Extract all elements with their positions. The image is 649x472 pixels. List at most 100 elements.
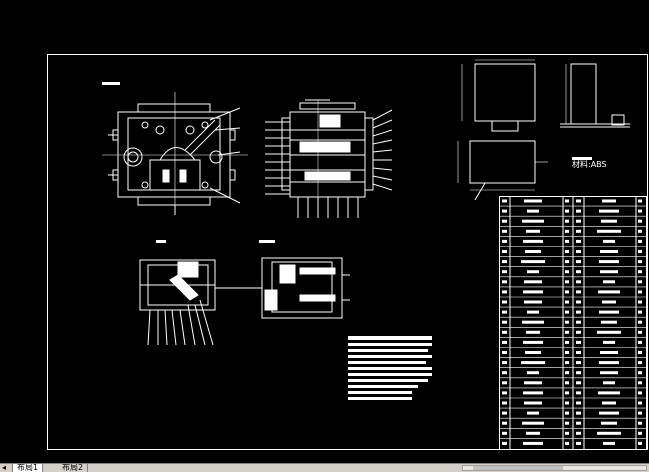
bom-cell-text [599,361,619,365]
bom-cell-number [565,381,569,385]
bom-cell-number [565,300,569,304]
bom-cell-number [565,441,569,445]
notes-block [348,336,432,400]
bom-cell-number [576,270,581,274]
bom-cell-number [576,371,581,375]
bom-cell-number [638,270,642,274]
bom-cell-number [638,219,642,223]
bom-cell-text [603,239,615,243]
bom-cell-number [638,239,642,243]
bom-cell-number [565,260,569,264]
bom-cell-text [524,199,542,203]
bom-cell-text [527,411,539,415]
bom-cell-text [524,401,542,405]
bom-cell-text [600,250,618,253]
bom-cell-number [565,340,569,344]
bom-cell-number [576,290,581,294]
bom-cell-number [638,250,642,253]
bom-cell-number [502,219,507,223]
bom-cell-text [597,431,621,435]
bom-cell-number [576,441,581,445]
tab-layout2[interactable]: 布局2 [58,464,89,472]
bom-cell-number [576,431,581,435]
bom-cell-text [522,320,544,324]
bom-cell-number [576,381,581,385]
bom-cell-number [502,361,507,365]
bom-cell-number [576,300,581,304]
material-label: 材料:ABS [572,159,607,169]
bom-cell-text [522,421,544,425]
bom-cell-number [565,411,569,415]
bom-cell-number [638,310,642,314]
bom-cell-number [502,239,507,243]
bom-cell-text [601,320,617,324]
bom-cell-text [598,290,620,294]
bom-cell-number [565,199,569,203]
bom-cell-text [521,361,545,365]
mold-front-view [102,92,248,215]
bom-cell-number [576,239,581,243]
bom-cell-number [502,441,507,445]
bom-cell-number [576,320,581,324]
runner-view [215,240,350,319]
bom-cell-text [523,239,543,243]
bom-cell-text [523,290,543,294]
bom-cell-text [600,270,618,274]
bom-cell-text [523,441,543,445]
bom-cell-text [600,371,618,375]
mold-section-view [265,99,393,218]
bom-cell-text [603,280,615,284]
bom-cell-number [502,280,507,284]
bom-cell-number [638,290,642,294]
bom-cell-number [565,270,569,274]
bom-cell-number [502,371,507,375]
bom-cell-number [502,411,507,415]
bom-cell-text [598,391,620,395]
bom-cell-number [576,250,581,253]
scrollbar-thumb[interactable] [473,466,563,470]
bom-cell-text [525,351,541,354]
tab-scroll-left-icon[interactable]: ◂ [2,463,7,472]
bom-cell-number [502,340,507,344]
bom-cell-text [603,340,615,344]
bom-cell-text [597,330,621,334]
bom-cell-text [524,280,542,284]
bom-cell-number [576,411,581,415]
bom-cell-number [576,401,581,405]
bom-cell-text [526,229,540,233]
bom-cell-number [502,229,507,233]
bom-cell-number [576,351,581,354]
bom-cell-text [527,371,539,375]
bom-cell-number [565,229,569,233]
tab-layout1[interactable]: 布局1 [12,464,44,472]
bom-cell-number [576,199,581,203]
bom-cell-text [603,381,615,385]
bom-cell-number [638,431,642,435]
bom-cell-number [565,401,569,405]
bom-cell-number [638,441,642,445]
bom-cell-number [576,280,581,284]
bom-cell-number [502,330,507,334]
bom-cell-text [601,421,617,425]
parts-list-table [499,196,647,450]
bom-cell-number [565,421,569,425]
bom-cell-number [576,421,581,425]
bom-cell-number [565,431,569,435]
bom-cell-text [597,229,621,233]
bom-cell-number [576,310,581,314]
bom-cell-number [565,330,569,334]
bom-cell-number [638,340,642,344]
part-view-side [457,140,548,201]
bom-cell-number [565,361,569,365]
bom-cell-number [576,391,581,395]
bom-cell-number [565,310,569,314]
bom-cell-text [527,310,539,314]
bom-cell-number [502,260,507,264]
bom-cell-number [502,351,507,354]
bom-cell-number [638,229,642,233]
bom-cell-number [502,421,507,425]
bom-cell-number [565,351,569,354]
horizontal-scrollbar[interactable] [462,465,647,471]
